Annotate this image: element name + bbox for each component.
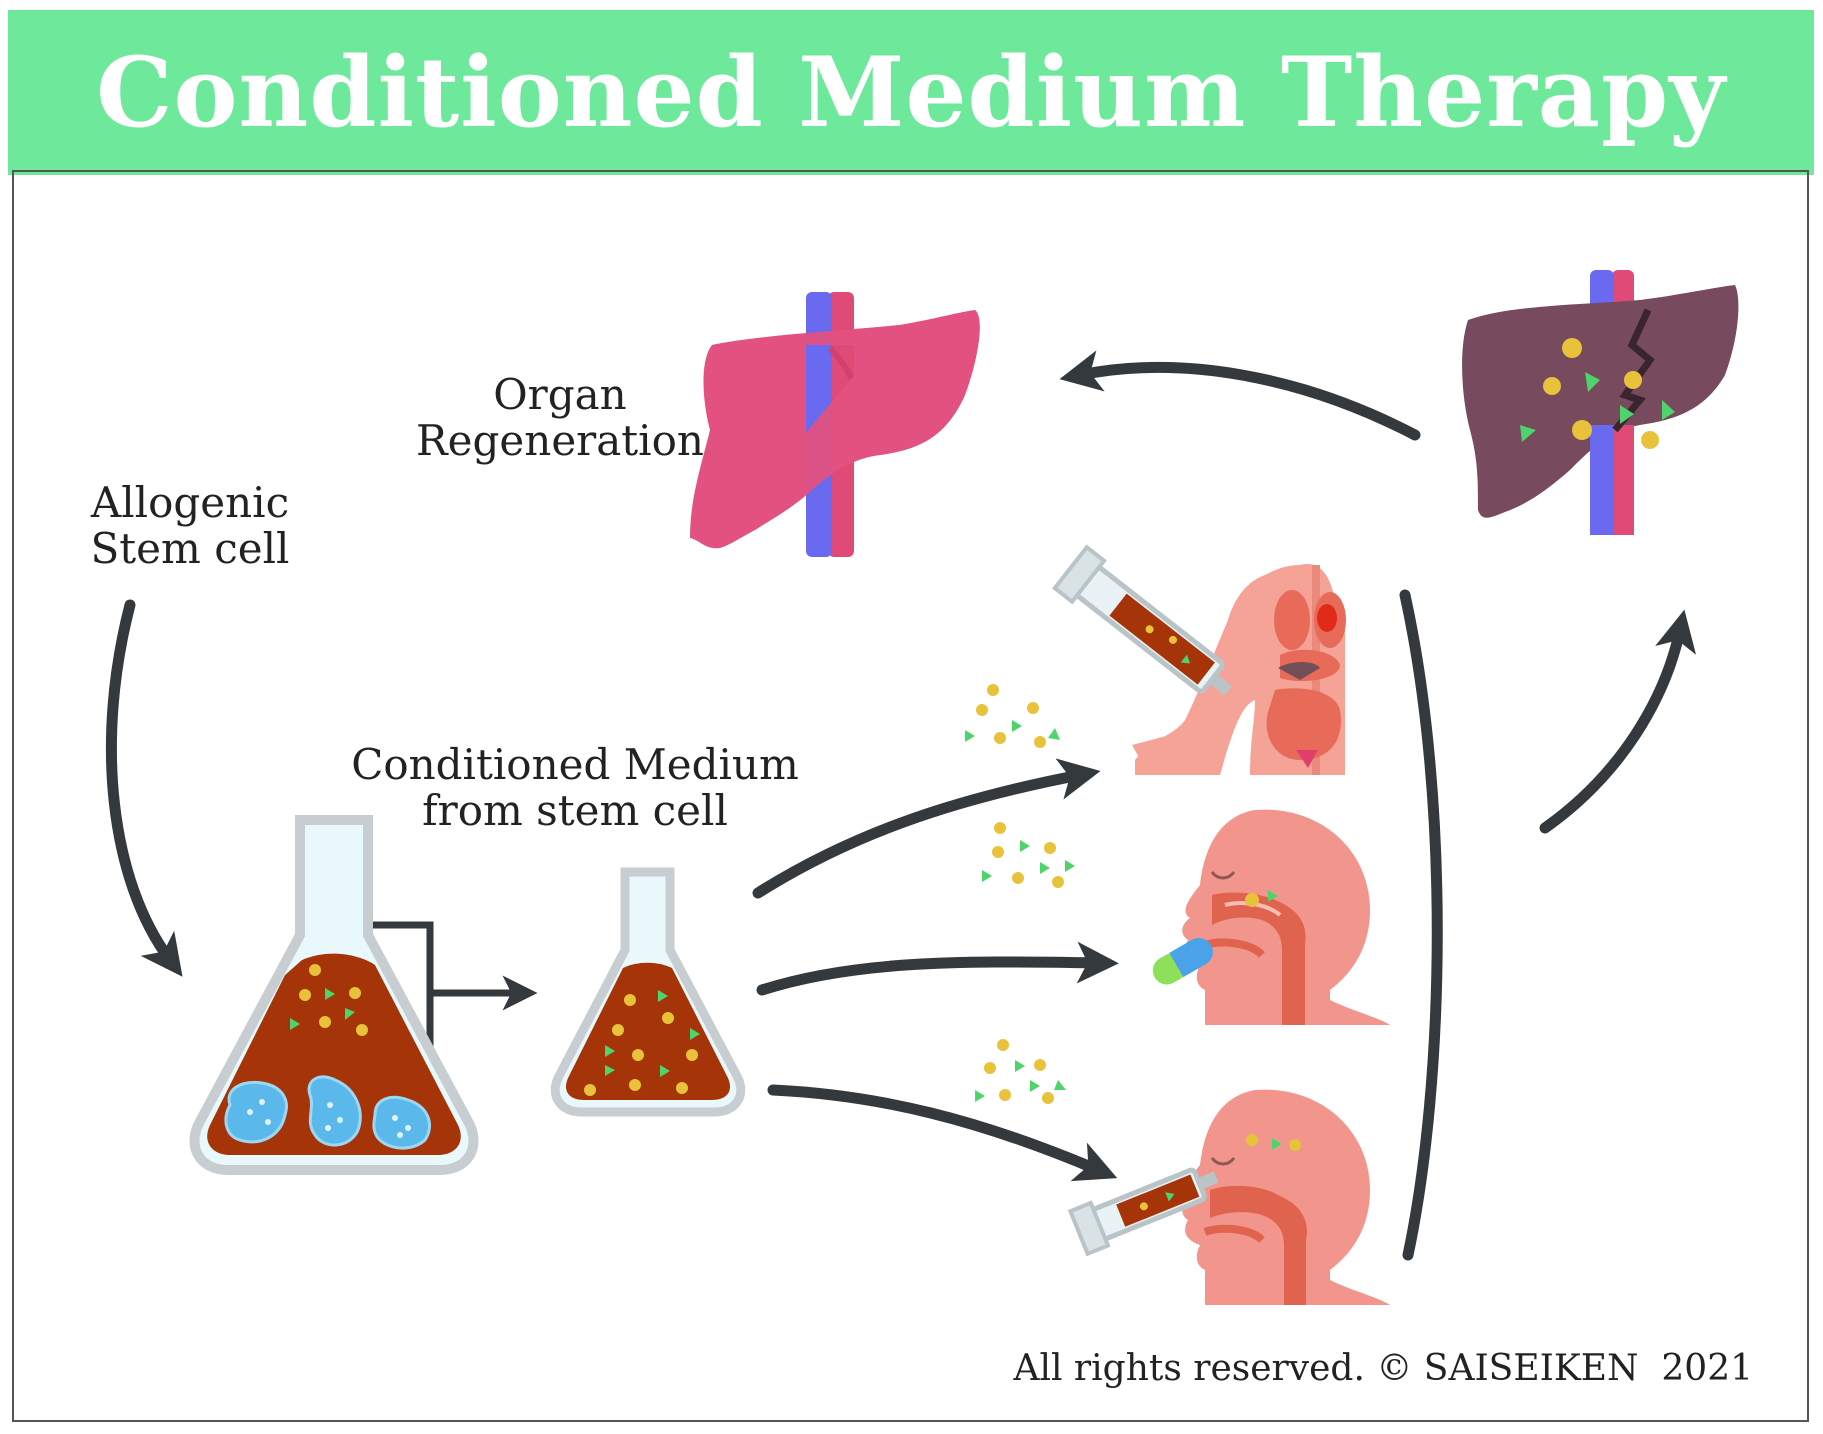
- syringe-icon: [1051, 544, 1233, 696]
- particles-upper: [965, 684, 1060, 748]
- particles-lower: [975, 1039, 1066, 1104]
- damaged-liver-particles: [1520, 338, 1675, 449]
- cm-label-line2: from stem cell: [422, 786, 728, 835]
- stem-label-line1: Allogenic: [90, 478, 290, 527]
- damaged-liver-icon: [1462, 270, 1739, 535]
- page-title: Conditioned Medium Therapy: [96, 36, 1726, 149]
- cm-label-line1: Conditioned Medium: [351, 740, 799, 789]
- organ-label-line1: Organ: [493, 370, 627, 419]
- arrow-to-body: [752, 758, 1101, 899]
- arrow-to-nose: [767, 1084, 1118, 1182]
- conditioned-medium-label: Conditioned Medium from stem cell: [335, 742, 815, 834]
- arrow-to-mouth: [756, 941, 1119, 996]
- stem-cell-icon: [224, 1075, 431, 1150]
- stem-label-line2: Stem cell: [90, 524, 290, 573]
- allogenic-stem-cell-label: Allogenic Stem cell: [65, 480, 315, 572]
- small-flask-icon: [550, 867, 746, 1117]
- healthy-liver-icon: [690, 292, 980, 557]
- diagram-frame: [12, 170, 1809, 1422]
- arrow-to-damaged-liver: [1539, 609, 1697, 834]
- particles-middle: [982, 822, 1075, 888]
- arrow-to-organ-regeneration: [1059, 350, 1421, 441]
- arrow-stem-to-flask: [105, 599, 183, 977]
- nasal-spray-icon: [1067, 1089, 1390, 1305]
- arrows: [105, 350, 1697, 1261]
- copyright-notice: All rights reserved. © SAISEIKEN 2021: [1013, 1348, 1753, 1389]
- large-flask-icon: [189, 815, 479, 1175]
- oral-capsule-icon: [1152, 809, 1390, 1025]
- title-banner: Conditioned Medium Therapy: [8, 10, 1814, 175]
- organ-label-line2: Regeneration: [416, 416, 704, 465]
- body-injection-icon: [1132, 564, 1346, 775]
- organ-regeneration-label: Organ Regeneration: [395, 372, 725, 464]
- arrow-vertical-return: [1399, 589, 1443, 1261]
